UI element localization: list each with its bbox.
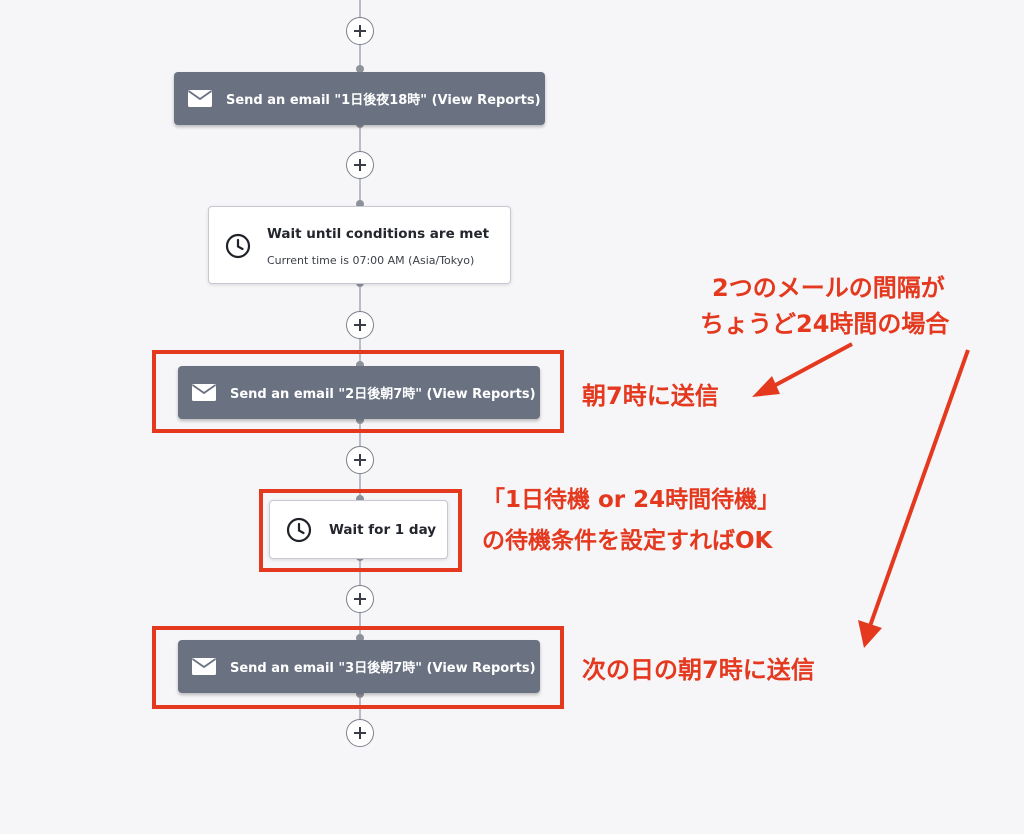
email-node-label: Send an email "1日後夜18時" (View Reports) bbox=[226, 93, 541, 108]
add-step-button[interactable] bbox=[346, 446, 374, 474]
arrowhead-send-7am bbox=[752, 376, 780, 397]
email-node-label: Send an email "3日後朝7時" (View Reports) bbox=[230, 661, 536, 676]
wait-conditions-node[interactable]: Wait until conditions are met Current ti… bbox=[208, 206, 511, 284]
envelope-icon bbox=[192, 658, 216, 675]
add-step-button[interactable] bbox=[346, 151, 374, 179]
annotation-interval-line1: 2つのメールの間隔が bbox=[712, 274, 945, 302]
connector-dot bbox=[356, 200, 364, 208]
arrowhead-next-day bbox=[858, 620, 882, 648]
clock-icon bbox=[286, 517, 312, 543]
add-step-button[interactable] bbox=[346, 719, 374, 747]
add-step-button[interactable] bbox=[346, 311, 374, 339]
envelope-icon bbox=[188, 90, 212, 107]
connector-dot bbox=[356, 634, 364, 642]
send-email-node-2[interactable]: Send an email "2日後朝7時" (View Reports) bbox=[178, 366, 540, 419]
arrow-to-next-day bbox=[868, 349, 970, 627]
annotation-wait-line2: の待機条件を設定すればOK bbox=[482, 528, 773, 554]
wait-day-label: Wait for 1 day bbox=[329, 522, 437, 538]
email-node-label: Send an email "2日後朝7時" (View Reports) bbox=[230, 387, 536, 402]
connector-dot bbox=[356, 416, 364, 424]
arrow-to-send-7am bbox=[769, 342, 853, 390]
send-email-node-3[interactable]: Send an email "3日後朝7時" (View Reports) bbox=[178, 640, 540, 693]
highlight-box-wait-day bbox=[259, 489, 462, 572]
highlight-box-email2 bbox=[152, 350, 564, 433]
connector-dot bbox=[356, 65, 364, 73]
annotation-interval-line2: ちょうど24時間の場合 bbox=[700, 310, 950, 338]
connector-dot bbox=[356, 361, 364, 369]
add-step-button[interactable] bbox=[346, 585, 374, 613]
highlight-box-email3 bbox=[152, 626, 564, 709]
connector-dot bbox=[356, 690, 364, 698]
add-step-button[interactable] bbox=[346, 17, 374, 45]
clock-icon bbox=[225, 233, 251, 259]
envelope-icon bbox=[192, 384, 216, 401]
annotation-next-day-7am: 次の日の朝7時に送信 bbox=[582, 656, 815, 684]
annotation-wait-line1: 「1日待機 or 24時間待機」 bbox=[482, 487, 781, 513]
connector-dot bbox=[356, 495, 364, 503]
annotation-send-7am: 朝7時に送信 bbox=[582, 382, 719, 410]
wait-node-subtitle: Current time is 07:00 AM (Asia/Tokyo) bbox=[267, 254, 475, 267]
send-email-node-1[interactable]: Send an email "1日後夜18時" (View Reports) bbox=[174, 72, 545, 125]
wait-node-title: Wait until conditions are met bbox=[267, 226, 490, 242]
wait-for-day-node[interactable]: Wait for 1 day bbox=[269, 500, 448, 559]
